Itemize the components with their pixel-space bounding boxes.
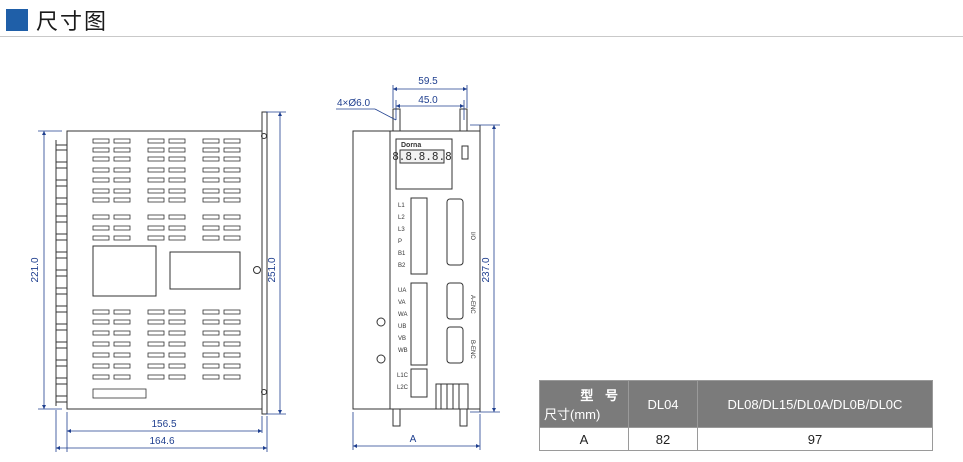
device-brand: Dorna xyxy=(401,142,421,149)
size-table: 型 号 尺寸(mm) DL04 DL08/DL15/DL0A/DL0B/DL0C… xyxy=(539,380,933,451)
front-heatsink-fins xyxy=(55,140,67,406)
enc-b-connector xyxy=(446,326,464,364)
terminal-label: P xyxy=(398,239,402,245)
table-corner-bottom: 尺寸(mm) xyxy=(544,407,601,422)
table-header-model: DL08/DL15/DL0A/DL0B/DL0C xyxy=(697,380,933,428)
terminal-label: L1C xyxy=(397,373,409,379)
table-corner-cell: 型 号 尺寸(mm) xyxy=(539,380,629,428)
header-divider xyxy=(0,36,963,37)
dim-side-width-var: A xyxy=(410,434,417,445)
table-header-model: DL04 xyxy=(628,380,698,428)
front-label-window-left xyxy=(92,245,157,297)
enc-a-connector xyxy=(446,282,464,320)
terminal-label: UB xyxy=(398,324,406,330)
connector-label: I/O xyxy=(469,232,475,240)
terminal-label: WB xyxy=(398,348,408,354)
dim-front-width-inner: 156.5 xyxy=(151,419,176,430)
dim-front-width-outer: 164.6 xyxy=(149,436,174,447)
terminal-label: B2 xyxy=(398,263,406,269)
dim-front-height-outer: 251.0 xyxy=(267,257,278,282)
side-dimensions xyxy=(336,85,500,450)
terminal-label: UA xyxy=(398,288,406,294)
dim-side-mount-outer: 59.5 xyxy=(418,76,438,87)
side-view xyxy=(352,108,481,427)
section-header: 尺寸图 xyxy=(6,6,109,35)
front-vent-slots xyxy=(92,138,241,241)
side-terminal-labels: L1 L2 L3 P B1 B2 UA VA WA UB VB WB L1C L… xyxy=(397,203,475,391)
terminal-label: WA xyxy=(398,312,407,318)
dim-side-mount-inner: 45.0 xyxy=(418,95,438,106)
terminal-label: VA xyxy=(398,300,406,306)
terminal-label: L1 xyxy=(398,203,405,209)
table-cell: 82 xyxy=(628,427,698,451)
terminal-label: L3 xyxy=(398,227,405,233)
dim-side-height: 237.0 xyxy=(481,257,492,282)
front-view xyxy=(55,111,268,415)
table-row-label: A xyxy=(539,427,629,451)
io-connector xyxy=(446,198,464,266)
front-label-window-right xyxy=(169,251,241,290)
table-corner-top: 型 号 xyxy=(580,388,622,403)
connector-label: A-ENC xyxy=(469,295,475,314)
terminal-label: L2C xyxy=(397,385,409,391)
page-title: 尺寸图 xyxy=(36,10,109,35)
connector-label: B-ENC xyxy=(469,340,475,359)
terminal-label: B1 xyxy=(398,251,406,257)
table-cell: 97 xyxy=(697,427,933,451)
terminal-label: L2 xyxy=(398,215,405,221)
display-segments: 8.8.8.8.8 xyxy=(392,150,452,163)
front-dimensions xyxy=(38,111,286,452)
dim-front-height-inner: 221.0 xyxy=(30,257,41,282)
dim-side-hole: 4×Ø6.0 xyxy=(337,98,371,109)
header-square-icon xyxy=(6,9,28,31)
terminal-label: VB xyxy=(398,336,406,342)
